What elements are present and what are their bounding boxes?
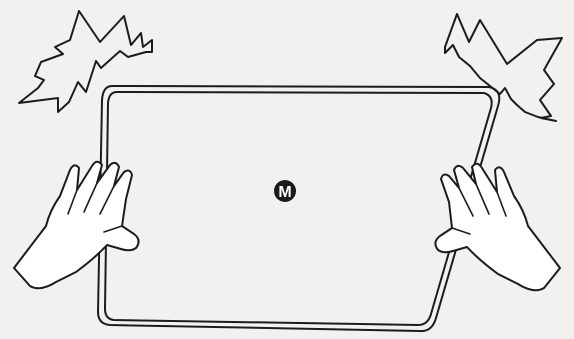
logo-badge-icon: M xyxy=(274,180,296,202)
tablet-outline-outer xyxy=(98,86,499,331)
left-hand-icon xyxy=(14,162,139,289)
right-hand-icon xyxy=(435,164,560,291)
left-burst-icon xyxy=(19,11,152,112)
tablet-outline-inner xyxy=(105,92,492,325)
logo-letter: M xyxy=(278,184,291,201)
right-burst-icon xyxy=(445,14,562,121)
